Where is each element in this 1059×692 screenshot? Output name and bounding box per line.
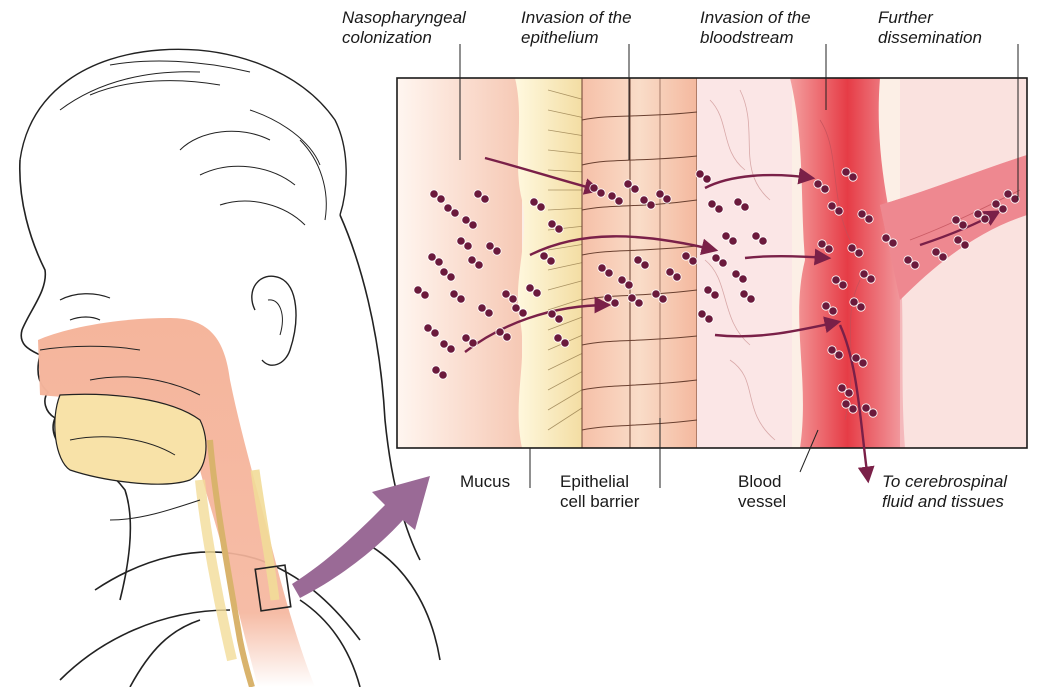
label-epithelial-cell-barrier: Epithelial cell barrier: [560, 472, 639, 512]
label-invasion-bloodstream: Invasion of the bloodstream: [700, 8, 811, 48]
label-line: dissemination: [878, 28, 982, 48]
label-line: Invasion of the: [521, 8, 632, 28]
label-line: bloodstream: [700, 28, 811, 48]
label-line: To cerebrospinal: [882, 472, 1007, 492]
label-line: Mucus: [460, 472, 510, 492]
label-nasopharyngeal-colonization: Nasopharyngeal colonization: [342, 8, 466, 48]
label-line: Invasion of the: [700, 8, 811, 28]
label-line: vessel: [738, 492, 786, 512]
label-blood-vessel: Blood vessel: [738, 472, 786, 512]
label-line: colonization: [342, 28, 466, 48]
label-mucus: Mucus: [460, 472, 510, 492]
label-line: fluid and tissues: [882, 492, 1007, 512]
label-line: cell barrier: [560, 492, 639, 512]
label-line: epithelium: [521, 28, 632, 48]
label-further-dissemination: Further dissemination: [878, 8, 982, 48]
detail-panel: [397, 78, 1027, 448]
label-invasion-epithelium: Invasion of the epithelium: [521, 8, 632, 48]
label-to-cerebrospinal: To cerebrospinal fluid and tissues: [882, 472, 1007, 512]
label-line: Further: [878, 8, 982, 28]
label-line: Nasopharyngeal: [342, 8, 466, 28]
label-line: Epithelial: [560, 472, 639, 492]
label-line: Blood: [738, 472, 786, 492]
